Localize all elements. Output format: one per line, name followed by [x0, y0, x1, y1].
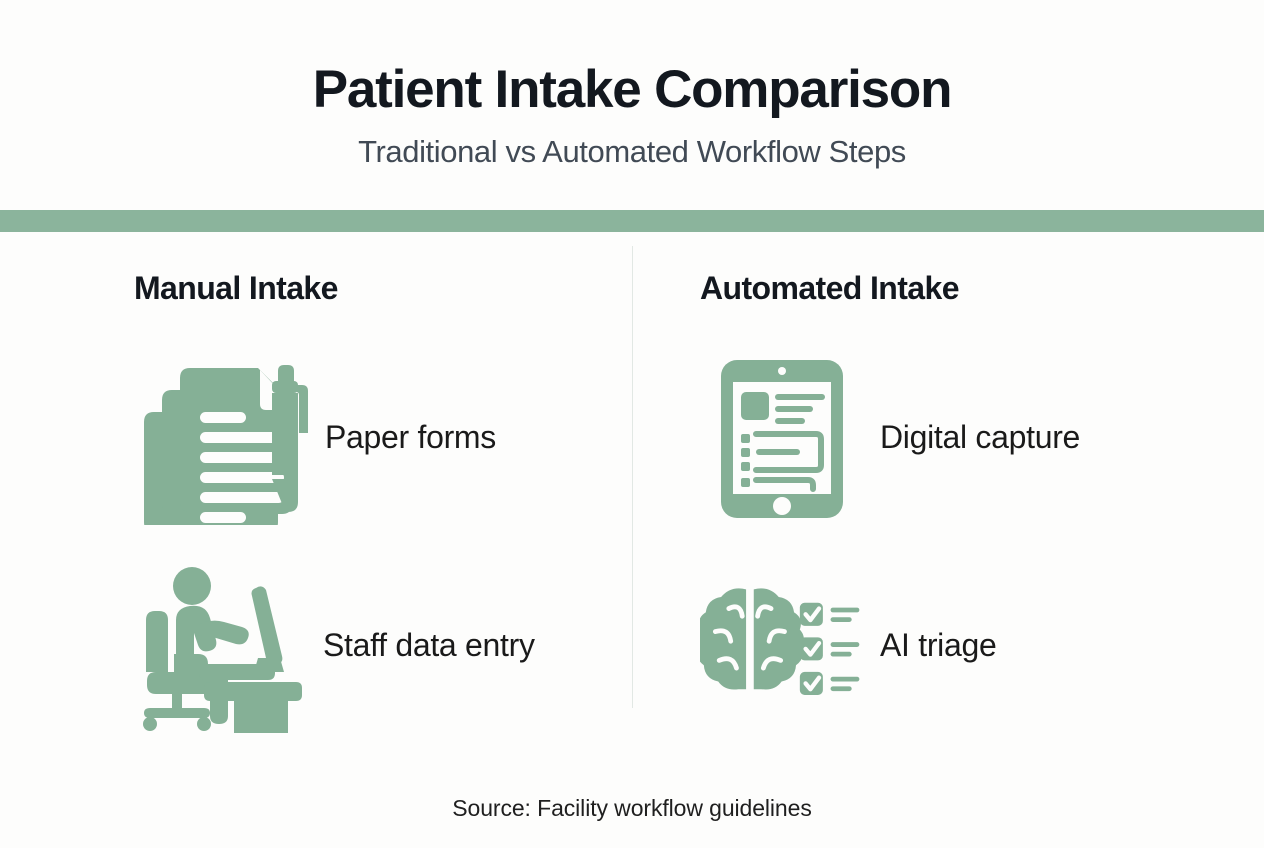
list-item-label: Digital capture	[880, 419, 1081, 456]
pen-icon	[263, 350, 311, 525]
tablet-digital-capture-icon	[700, 350, 868, 525]
footer: Source: Facility workflow guidelines	[0, 795, 1264, 848]
list-item-label: AI triage	[880, 627, 997, 664]
column-heading-automated: Automated Intake	[700, 269, 959, 306]
comparison-columns: Manual Intake	[0, 232, 1264, 795]
ai-brain-checklist-icon	[700, 558, 868, 733]
staff-data-entry-icon	[134, 558, 309, 734]
list-item: Paper forms	[134, 349, 632, 527]
column-manual-intake: Manual Intake	[0, 270, 632, 795]
list-item: AI triage	[700, 557, 1264, 735]
column-divider	[632, 245, 633, 708]
list-item-label: Paper forms	[325, 419, 496, 456]
header: Patient Intake Comparison Traditional vs…	[0, 0, 1264, 170]
page-subtitle: Traditional vs Automated Workflow Steps	[358, 133, 906, 169]
list-item-label: Staff data entry	[323, 627, 535, 664]
page-title: Patient Intake Comparison	[312, 60, 953, 119]
list-item: Staff data entry	[134, 557, 632, 735]
column-heading-manual: Manual Intake	[134, 269, 338, 306]
accent-divider-bar	[0, 209, 1264, 232]
column-automated-intake: Automated Intake	[632, 270, 1264, 795]
source-note: Source: Facility workflow guidelines	[452, 795, 812, 821]
list-item: Digital capture	[700, 349, 1264, 527]
